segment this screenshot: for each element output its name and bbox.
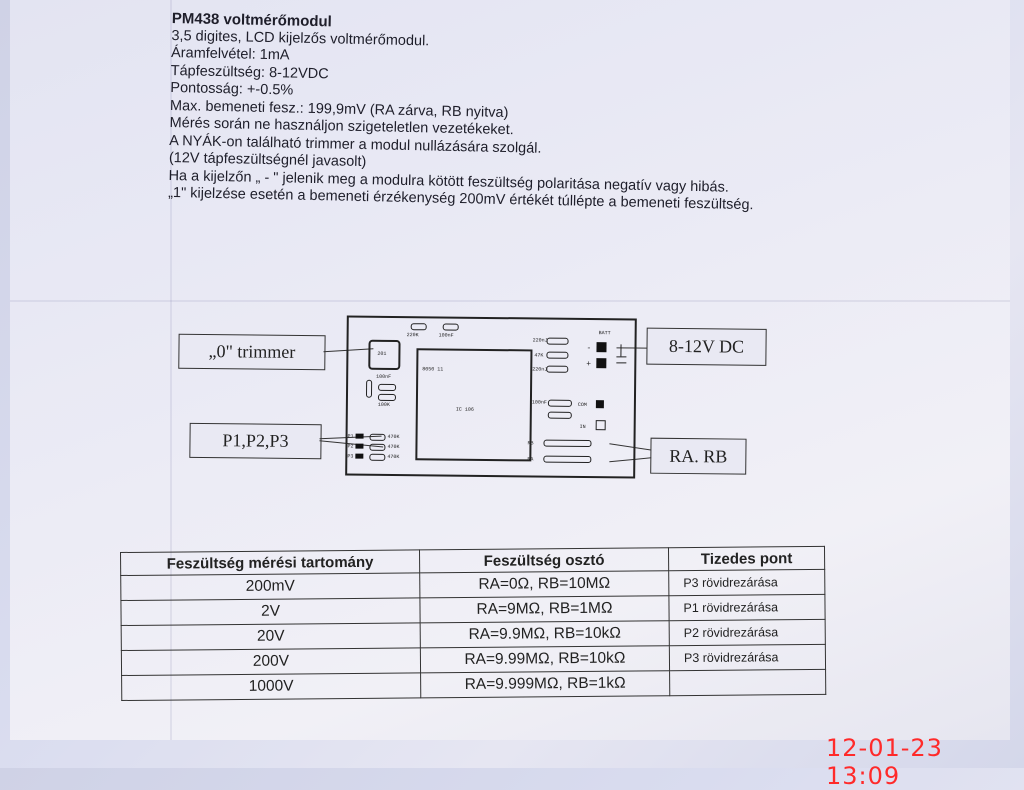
table-cell: 20V — [121, 622, 421, 651]
trimmer-component: 201 — [368, 339, 401, 371]
chip-outline: 8050 11 IC 106 — [415, 348, 533, 462]
p2-pad — [355, 443, 364, 449]
cap-text: 100nF — [376, 373, 392, 380]
p-pins-label: P1,P2,P3 — [189, 422, 322, 460]
table-cell: RA=9.99MΩ, RB=10kΩ — [420, 645, 670, 673]
resistor — [377, 393, 397, 402]
rb-text: RB — [527, 440, 534, 447]
r1-text: 220K — [406, 332, 419, 339]
timestamp: 12-01-23 13:09 — [826, 734, 943, 790]
com-text: COM — [577, 401, 587, 409]
capacitor — [442, 323, 459, 331]
resistor — [547, 411, 572, 419]
com-pad — [595, 400, 604, 409]
p2-text: P2 — [347, 443, 354, 450]
resistor — [546, 351, 569, 359]
p1-pad — [355, 433, 364, 439]
trimmer-label: „0" trimmer — [178, 333, 326, 371]
table-cell — [669, 669, 826, 696]
resistor — [546, 337, 569, 345]
batt-text: BATT — [598, 330, 611, 337]
pcb-outline: 8050 11 IC 106 201 220K 100nF 100nF 100K… — [345, 315, 637, 479]
resistor — [546, 365, 569, 373]
table-cell: 1000V — [121, 672, 421, 701]
resistor — [365, 379, 373, 398]
r470c-text: 470K — [387, 453, 400, 461]
table-header: Feszültség osztó — [419, 547, 669, 573]
ground-symbol — [616, 344, 627, 366]
p3-text: P3 — [347, 453, 354, 460]
range-table: Feszültség mérési tartomány Feszültség o… — [120, 546, 826, 701]
c1-text: 100nF — [438, 332, 454, 339]
ra-text: RA — [527, 456, 534, 463]
table-cell: P3 rövidrezárása — [669, 644, 826, 671]
r220-text: 220nJ — [532, 366, 548, 373]
plus-text: + — [586, 360, 592, 370]
resistor — [369, 443, 386, 451]
c100-text: 100nF — [531, 399, 547, 406]
r-top-right-text: 220nJ — [532, 337, 548, 344]
table-cell: P2 rövidrezárása — [669, 619, 826, 646]
p3-pad — [355, 453, 364, 459]
chip-mid-text: IC 106 — [455, 406, 474, 413]
rb-resistor — [543, 439, 592, 448]
pot-text: 201 — [377, 350, 387, 357]
capacitor — [378, 383, 397, 392]
ra-resistor — [543, 455, 592, 464]
in-text: IN — [579, 423, 586, 431]
table-cell: 200mV — [120, 572, 420, 601]
r470b-text: 470K — [387, 443, 400, 451]
capacitor — [547, 399, 572, 407]
minus-text: - — [586, 344, 592, 354]
resistor — [410, 323, 427, 331]
table-cell: P1 rövidrezárása — [668, 594, 826, 621]
r470a-text: 470K — [387, 433, 400, 441]
chip-top-text: 8050 11 — [422, 366, 444, 373]
table-cell: RA=9.9MΩ, RB=10kΩ — [420, 620, 670, 648]
fold-line — [10, 300, 1010, 302]
p1-text: P1 — [347, 433, 354, 440]
table-cell: RA=9.999MΩ, RB=1kΩ — [420, 670, 670, 698]
table-cell: 200V — [121, 647, 421, 676]
dc-label: 8-12V DC — [646, 327, 767, 366]
resistor — [369, 453, 386, 461]
table-header: Feszültség mérési tartomány — [120, 549, 420, 576]
pcb-diagram: „0" trimmer P1,P2,P3 8-12V DC RA. RB 805… — [169, 307, 811, 484]
paper-sheet — [10, 0, 1010, 740]
table-cell: P3 rövidrezárása — [668, 569, 825, 596]
plus-pad — [596, 358, 607, 369]
fold-line — [170, 0, 172, 740]
resistor — [369, 433, 386, 441]
ra-rb-label: RA. RB — [650, 437, 747, 475]
r47k-text: 47K — [534, 352, 544, 359]
instruction-text: PM438 voltmérőmodul 3,5 digites, LCD kij… — [168, 10, 832, 216]
table-cell: RA=9MΩ, RB=1MΩ — [419, 595, 670, 623]
r100-text: 100K — [377, 401, 390, 408]
table-cell: RA=0Ω, RB=10MΩ — [419, 570, 669, 598]
table-cell: 2V — [120, 597, 421, 626]
table-header: Tizedes pont — [668, 546, 825, 571]
in-pad — [595, 420, 606, 431]
minus-pad — [596, 342, 607, 353]
